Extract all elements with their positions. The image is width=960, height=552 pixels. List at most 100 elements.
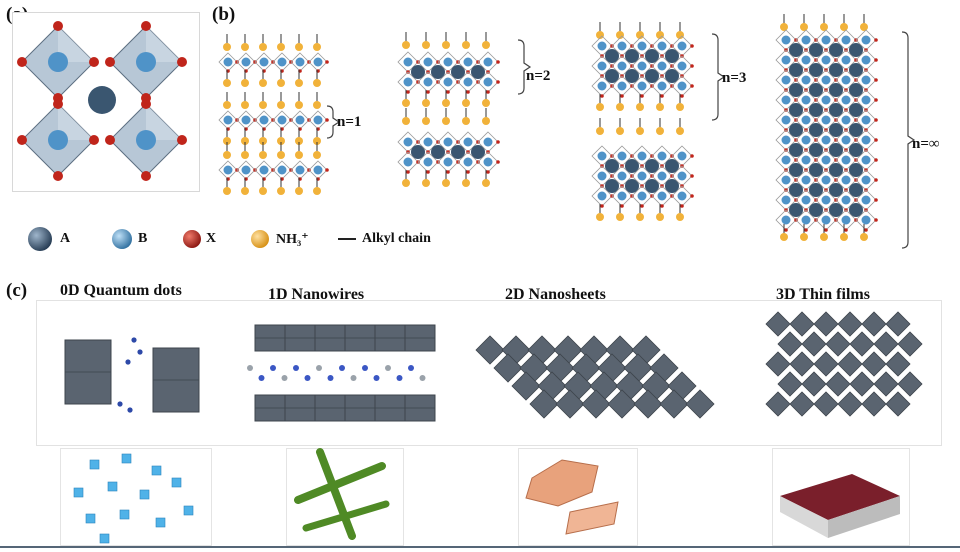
a-site-atom <box>411 65 425 79</box>
b-site-atom <box>617 61 627 71</box>
b-site-atom <box>821 115 831 125</box>
nh3-group <box>820 23 828 31</box>
a-site-atom <box>605 69 619 83</box>
caption-3d: 3D Thin films <box>776 286 870 303</box>
network-octahedron <box>789 311 815 337</box>
b-site-atom <box>241 165 251 175</box>
nh3-group <box>277 151 285 159</box>
b-site-atom <box>861 95 871 105</box>
x-site-atom <box>680 94 684 98</box>
network-octahedron <box>873 371 899 397</box>
a-site-atom <box>645 159 659 173</box>
b-site-atom <box>657 61 667 71</box>
b-site-atom <box>483 77 493 87</box>
b-site-atom <box>403 57 413 67</box>
nh3-group <box>596 213 604 221</box>
legend-x-label: X <box>206 231 217 246</box>
nh3-group <box>616 31 624 39</box>
a-site-atom <box>829 143 843 157</box>
nh3-group <box>295 187 303 195</box>
nh3-group <box>295 101 303 109</box>
b-site-atom <box>841 115 851 125</box>
octahedron-top-right-face <box>146 26 182 62</box>
b-site-atom <box>801 95 811 105</box>
nh3-group <box>840 233 848 241</box>
a-site-atom <box>809 63 823 77</box>
x-site-atom <box>89 57 99 67</box>
nh3-group <box>442 99 450 107</box>
caption-0d: 0D Quantum dots <box>60 282 182 299</box>
nh3-group <box>676 31 684 39</box>
nanosheet <box>565 501 619 535</box>
x-site-atom <box>874 38 878 42</box>
b-site-atom <box>423 137 433 147</box>
bottom-rule <box>0 546 960 548</box>
b-site-atom <box>677 41 687 51</box>
b-site-atom <box>841 35 851 45</box>
thin-film-illustration <box>780 474 900 538</box>
x-site-atom <box>53 171 63 181</box>
b-site-atom <box>241 115 251 125</box>
x-site-atom <box>620 94 624 98</box>
x-site-atom <box>690 64 694 68</box>
network-octahedron <box>801 371 827 397</box>
nh3-group <box>860 233 868 241</box>
nh3-group <box>676 103 684 111</box>
nh3-group <box>442 117 450 125</box>
b-site-atom <box>801 75 811 85</box>
b-site-atom <box>781 115 791 125</box>
network-octahedron <box>825 371 851 397</box>
b-site-atom <box>821 75 831 85</box>
b-site-atom <box>223 57 233 67</box>
a-site-atom <box>431 65 445 79</box>
network-octahedron <box>849 331 875 357</box>
b-site-atom <box>821 215 831 225</box>
b-site-atom <box>259 165 269 175</box>
organic-spacer-atom <box>408 365 414 371</box>
network-octahedron <box>837 351 863 377</box>
x-site-atom <box>486 170 490 174</box>
x-site-atom <box>824 228 828 232</box>
nh3-marker <box>251 230 269 248</box>
b-site-atom <box>423 157 433 167</box>
b-site-atom <box>841 195 851 205</box>
b-site-atom <box>781 75 791 85</box>
quantum-dot-cube <box>183 505 194 516</box>
b-site-atom <box>861 35 871 45</box>
x-site-atom <box>864 228 868 232</box>
b-site-atom <box>483 137 493 147</box>
thin-film-top <box>780 474 900 520</box>
b-site-atom <box>463 137 473 147</box>
network-octahedron <box>873 331 899 357</box>
x-site-atom <box>600 94 604 98</box>
octahedron-bottom-left-b-site <box>48 130 68 150</box>
x-site-atom <box>426 90 430 94</box>
b-site-atom <box>483 157 493 167</box>
a-site-atom <box>625 159 639 173</box>
nh3-group <box>482 179 490 187</box>
b-site-atom <box>781 155 791 165</box>
a-site-atom <box>625 179 639 193</box>
nh3-group <box>241 101 249 109</box>
network-octahedron <box>813 311 839 337</box>
network-octahedron <box>849 371 875 397</box>
a-site-atom <box>625 49 639 63</box>
x-site-atom <box>784 228 788 232</box>
a-site-atom <box>809 123 823 137</box>
organic-spacer-atom <box>350 375 357 381</box>
b-site-atom <box>403 157 413 167</box>
network-octahedron <box>837 311 863 337</box>
a-site-atom <box>665 179 679 193</box>
octahedron-bottom-right-face <box>146 104 182 140</box>
b-site-atom <box>443 57 453 67</box>
b-site-atom <box>657 151 667 161</box>
nanosheets-illustration <box>525 459 619 535</box>
b-site-atom <box>841 95 851 105</box>
b-site-atom <box>781 55 791 65</box>
organic-spacer-atom <box>419 375 426 381</box>
b-site-atom <box>617 171 627 181</box>
nh3-group <box>223 187 231 195</box>
b-site-atom <box>637 171 647 181</box>
network-octahedron <box>885 311 911 337</box>
b-site-marker <box>112 229 132 249</box>
